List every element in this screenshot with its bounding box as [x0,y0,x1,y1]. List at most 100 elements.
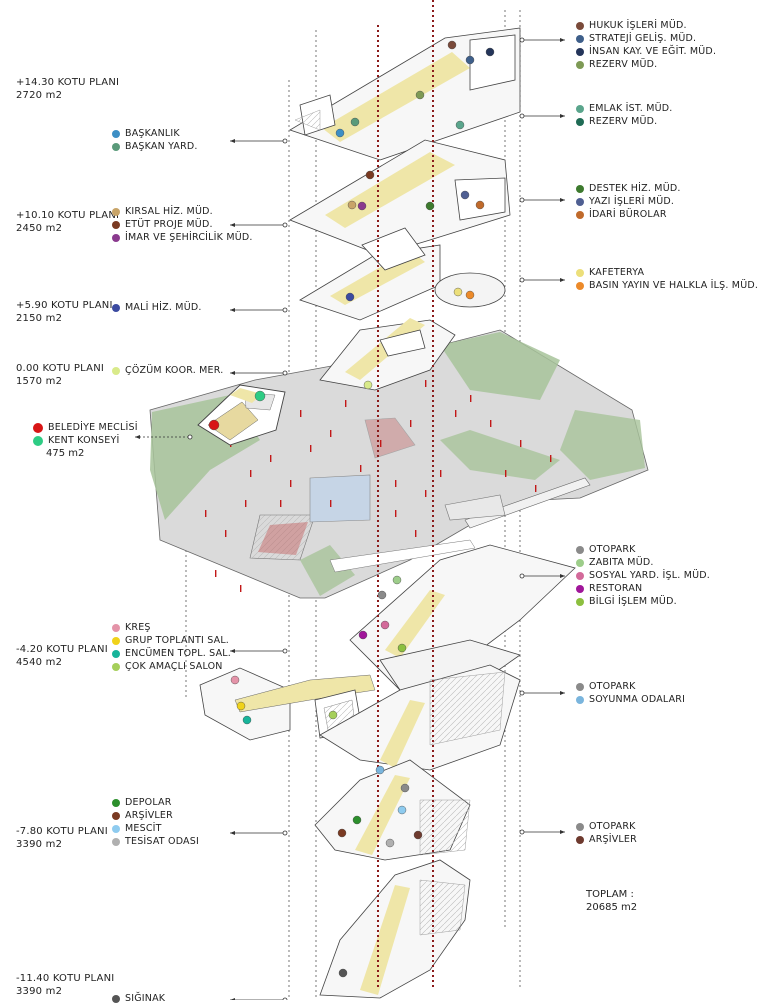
legend-l1: BAŞKANLIK BAŞKAN YARD. [112,127,198,153]
level-elevation: +5.90 KOTU PLANI [16,300,113,311]
legend-dot-icon [576,597,584,606]
level-label-10-10: +10.10 KOTU PLANI 2450 m2 [16,209,119,235]
legend-label: EMLAK İST. MÜD. [589,103,673,114]
legend-label: SOYUNMA ODALARI [589,694,686,705]
legend-item: KREŞ [112,621,231,634]
level-area: 2720 m2 [16,90,63,101]
legend-r2: EMLAK İST. MÜD. REZERV MÜD. [576,102,673,128]
legend-item: ÇOK AMAÇLI SALON [112,660,231,673]
legend-dot-icon [112,220,120,229]
level-area: 1570 m2 [16,376,63,387]
programme-dots [208,40,495,978]
legend-label: ETÜT PROJE MÜD. [125,219,213,230]
legend-dot-icon [112,994,120,1003]
legend-area: 475 m2 [46,448,85,459]
legend-dot-icon [576,268,584,277]
legend-dot-icon [576,822,584,831]
legend-label: DEPOLAR [125,797,172,808]
legend-label: ÇÖZÜM KOOR. MER. [125,365,224,376]
level-label-minus-7-80: -7.80 KOTU PLANI 3390 m2 [16,825,108,851]
legend-dot-icon [576,695,584,704]
plan-plus-5-90 [299,227,506,321]
legend-r4: KAFETERYA BASIN YAYIN VE HALKLA İLŞ. MÜD… [576,266,758,292]
legend-label: ARŞİVLER [125,810,173,821]
legend-label: KREŞ [125,622,151,633]
legend-dot-icon [112,649,120,658]
legend-item: REZERV MÜD. [576,115,673,128]
legend-item: OTOPARK [576,543,710,556]
legend-item: YAZI İŞLERİ MÜD. [576,195,681,208]
legend-label: MESCİT [125,823,162,834]
legend-item: SIĞINAK [112,992,165,1005]
legend-item: TESİSAT ODASI [112,835,199,848]
level-label-14-30: +14.30 KOTU PLANI 2720 m2 [16,76,119,102]
site-ground-plane [149,329,649,599]
level-label-5-90: +5.90 KOTU PLANI 2150 m2 [16,299,113,325]
legend-label: KAFETERYA [589,267,645,278]
legend-l7: DEPOLAR ARŞİVLER MESCİT TESİSAT ODASI [112,796,199,848]
level-area: 3390 m2 [16,986,63,997]
legend-label: ÇOK AMAÇLI SALON [125,661,223,672]
level-elevation: +10.10 KOTU PLANI [16,210,120,221]
legend-dot-icon [576,184,584,193]
legend-dot-icon [576,104,584,113]
circulation-core [377,0,434,990]
legend-dot-icon [576,545,584,554]
legend-label: REZERV MÜD. [589,116,658,127]
legend-label: İDARİ BÜROLAR [589,209,667,220]
level-area: 2450 m2 [16,223,63,234]
total-label: TOPLAM : [586,889,634,900]
legend-dot-icon [112,837,120,846]
legend-item: OTOPARK [576,680,685,693]
legend-dot-icon [112,662,120,671]
total-value: 20685 m2 [586,902,638,913]
legend-l4: ÇÖZÜM KOOR. MER. [112,364,223,377]
legend-l6: KREŞ GRUP TOPLANTI SAL. ENCÜMEN TOPL. SA… [112,621,231,673]
legend-item: BİLGİ İŞLEM MÜD. [576,595,710,608]
legend-label: DESTEK HİZ. MÜD. [589,183,681,194]
legend-dot-icon [576,21,584,30]
legend-label: ZABITA MÜD. [589,557,654,568]
legend-item: DEPOLAR [112,796,199,809]
legend-dot-icon [112,233,120,242]
legend-dot-icon [576,571,584,580]
level-area: 4540 m2 [16,657,63,668]
legend-item: BELEDİYE MECLİSİ [33,421,138,434]
legend-item: BAŞKAN YARD. [112,140,198,153]
legend-l5: BELEDİYE MECLİSİ KENT KONSEYİ 475 m2 [33,421,138,461]
legend-label: ARŞİVLER [589,834,637,845]
legend-item: KIRSAL HİZ. MÜD. [112,205,253,218]
legend-item: MALİ HİZ. MÜD. [112,301,202,314]
level-area: 2150 m2 [16,313,63,324]
legend-r6: OTOPARK SOYUNMA ODALARI [576,680,685,706]
level-elevation: -4.20 KOTU PLANI [16,644,108,655]
legend-l2: KIRSAL HİZ. MÜD. ETÜT PROJE MÜD. İMAR VE… [112,205,253,244]
legend-dot-icon [33,435,43,446]
legend-item: MESCİT [112,822,199,835]
legend-dot-icon [576,197,584,206]
legend-label: TESİSAT ODASI [125,836,199,847]
legend-item: ÇÖZÜM KOOR. MER. [112,364,223,377]
legend-dot-icon [576,584,584,593]
legend-dot-icon [112,636,120,645]
level-label-minus-4-20: -4.20 KOTU PLANI 4540 m2 [16,643,108,669]
legend-item: İNSAN KAY. VE EĞİT. MÜD. [576,45,716,58]
legend-item: BAŞKANLIK [112,127,198,140]
legend-r5: OTOPARK ZABITA MÜD. SOSYAL YARD. İŞL. MÜ… [576,543,710,608]
legend-item: HUKUK İŞLERİ MÜD. [576,19,716,32]
legend-dot-icon [112,824,120,833]
legend-item: SOSYAL YARD. İŞL. MÜD. [576,569,710,582]
legend-dot-icon [112,207,120,216]
legend-item: STRATEJİ GELİŞ. MÜD. [576,32,716,45]
level-elevation: -11.40 KOTU PLANI [16,973,115,984]
legend-item: İDARİ BÜROLAR [576,208,681,221]
level-elevation: +14.30 KOTU PLANI [16,77,120,88]
legend-label: KENT KONSEYİ [48,435,120,446]
legend-item: KENT KONSEYİ [33,434,138,447]
legend-dot-icon [576,558,584,567]
legend-dot-icon [576,60,584,69]
legend-r7: OTOPARK ARŞİVLER [576,820,637,846]
legend-label: HUKUK İŞLERİ MÜD. [589,20,687,31]
legend-dot-icon [112,142,120,151]
legend-label: OTOPARK [589,681,636,692]
